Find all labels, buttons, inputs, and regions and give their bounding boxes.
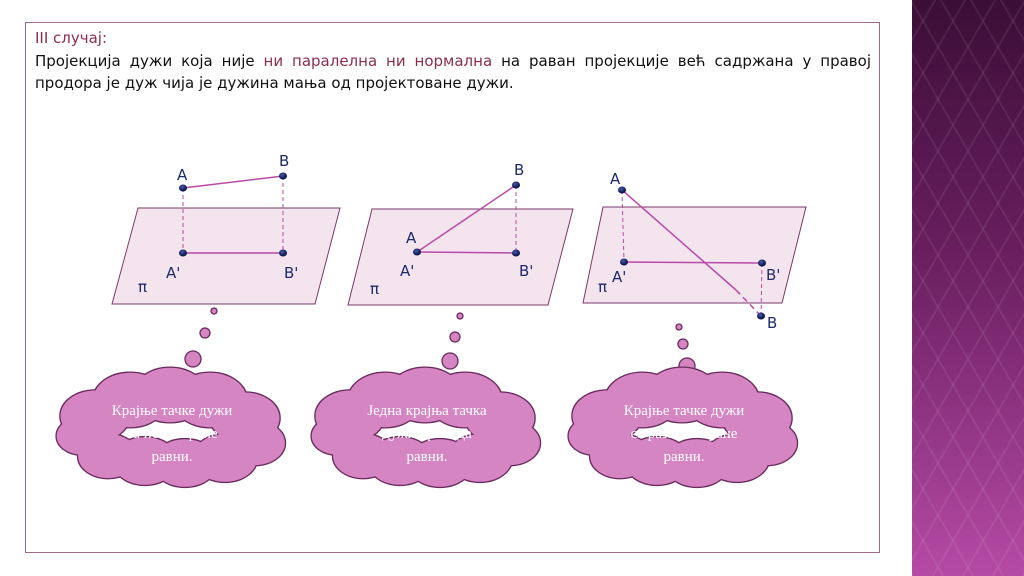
cloud-text-line: са исте стране — [126, 426, 217, 442]
cloud-text-line: Крајње тачке дужи — [112, 403, 233, 419]
cloud-text-line: Крајње тачке дужи — [624, 403, 745, 419]
point-a-prime — [620, 258, 628, 266]
cloud-text-line: дужи припада — [382, 426, 472, 442]
diagram-same-side: A B A' B' π — [111, 152, 341, 305]
label-b-prime: B' — [284, 264, 298, 282]
projection-segment — [416, 251, 517, 254]
thought-bubble — [456, 312, 464, 320]
label-pi: π — [598, 278, 607, 296]
description-paragraph: Пројекција дужи која није ни паралелна н… — [35, 50, 871, 94]
text-part: на раван пројекције већ садржана у право… — [35, 52, 871, 92]
label-a-prime: A' — [400, 262, 414, 280]
point-a — [618, 186, 626, 194]
label-a: A — [610, 170, 621, 188]
point-a — [413, 248, 421, 256]
label-b: B — [514, 161, 524, 179]
segment-ab — [416, 184, 517, 253]
cloud-text-line: равни. — [663, 449, 704, 465]
label-a-prime: A' — [612, 268, 626, 286]
thought-bubble — [199, 327, 211, 339]
point-b — [279, 172, 287, 180]
cloud-text-line: равни. — [406, 449, 447, 465]
cloud-lobe — [311, 417, 363, 455]
diagram-one-endpoint-in-plane: A B A' B' π — [347, 161, 574, 306]
cloud-text-line: равни. — [151, 449, 192, 465]
segment-ab-hidden — [735, 289, 762, 317]
point-a — [179, 184, 187, 192]
thought-bubble — [677, 338, 689, 350]
cloud-lobe — [568, 417, 620, 455]
label-b-prime: B' — [766, 266, 780, 284]
point-b — [512, 181, 520, 189]
decorative-side-panel — [912, 0, 1024, 576]
thought-bubble — [210, 307, 218, 315]
label-a: A — [177, 166, 188, 184]
projection-segment — [623, 261, 763, 264]
cloud-lobe — [56, 417, 108, 455]
thought-bubble — [675, 323, 683, 331]
point-b-prime — [512, 249, 520, 257]
segment-ab-visible — [621, 189, 737, 291]
label-pi: π — [370, 280, 379, 298]
label-a: A — [406, 229, 417, 247]
cloud-callout: Крајње тачке дужи са разних стране равни. — [567, 323, 799, 489]
segment-ab — [182, 175, 284, 189]
cloud-text-line: са разних стране — [631, 426, 738, 442]
cloud-callout: Крајње тачке дужи са исте стране равни. — [55, 307, 287, 489]
slide-frame — [25, 22, 880, 553]
label-pi: π — [138, 278, 147, 296]
text-part: Пројекција дужи која није — [35, 52, 264, 70]
projector-a — [621, 189, 625, 263]
projector-b — [760, 262, 763, 317]
point-b-prime — [279, 249, 287, 257]
thought-bubble — [449, 331, 461, 343]
label-b: B — [767, 314, 777, 332]
point-a-prime — [179, 249, 187, 257]
projection-plane — [582, 206, 807, 304]
point-b-prime — [758, 259, 766, 267]
point-b — [757, 312, 765, 320]
thought-bubble — [184, 350, 202, 368]
cloud-text-line: Једна крајња тачка — [367, 403, 487, 419]
case-heading: III случај: — [35, 29, 108, 47]
projection-plane — [347, 208, 574, 306]
label-b-prime: B' — [519, 262, 533, 280]
label-b: B — [279, 152, 289, 170]
diagram-opposite-sides: A B A' B' π — [582, 170, 807, 332]
label-a-prime: A' — [166, 264, 180, 282]
cloud-callout: Једна крајња тачка дужи припада равни. — [310, 312, 542, 489]
highlighted-text: ни паралелна ни нормална — [263, 52, 493, 70]
thought-bubble — [441, 352, 459, 370]
